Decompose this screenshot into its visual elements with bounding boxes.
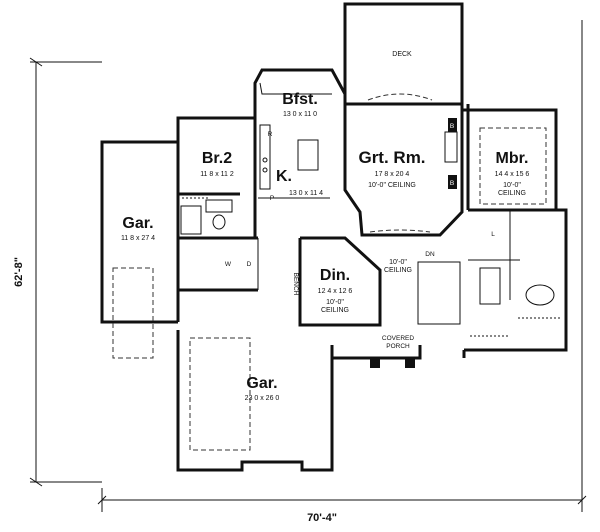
mbr-label: Mbr.	[496, 150, 529, 167]
linen-label: L	[491, 231, 495, 238]
interior-walls	[178, 104, 556, 327]
deck-outline	[343, 2, 464, 104]
closet-shelving	[182, 197, 560, 337]
pantry-label: P	[270, 195, 274, 202]
hall-ceiling-1: 10'-0"	[389, 259, 407, 266]
side-garage-size: 11 8 x 27 4	[121, 235, 155, 242]
dryer-label: D	[247, 261, 252, 268]
bfst-size: 13 0 x 11 0	[283, 111, 317, 118]
washer-label: W	[225, 261, 232, 268]
width-dimension: 70'-4"	[307, 512, 337, 524]
deck-label: DECK	[392, 51, 412, 58]
stair-down-label: DN	[425, 251, 435, 258]
mbr-ceiling-1: 10'-0"	[503, 182, 521, 189]
din-ceiling-1: 10'-0"	[326, 299, 344, 306]
mbr-ceiling-2: CEILING	[498, 190, 526, 197]
depth-dimension: 62'-8"	[13, 257, 25, 287]
grt-rm-size: 17 8 x 20 4	[375, 171, 410, 178]
dimension-lines	[29, 20, 587, 512]
br2-label: Br.2	[202, 150, 232, 167]
kitchen-label: K.	[276, 168, 292, 185]
porch-label-2: PORCH	[386, 343, 410, 350]
din-ceiling-2: CEILING	[321, 307, 349, 314]
grt-rm-ceiling: 10'-0" CEILING	[368, 182, 416, 189]
bathroom-details	[180, 199, 555, 306]
side-garage-label: Gar.	[122, 215, 153, 232]
hall-ceiling-2: CEILING	[384, 267, 412, 274]
din-size: 12 4 x 12 6	[318, 288, 353, 295]
refrigerator-label: R	[268, 131, 273, 138]
kitchen-size: 13 0 x 11 4	[289, 190, 323, 197]
bookshelf-label-2: B	[450, 180, 454, 187]
kitchen-details	[259, 82, 332, 190]
main-garage-label: Gar.	[246, 375, 277, 392]
mbr-size: 14 4 x 15 6	[495, 171, 530, 178]
grt-rm-label: Grt. Rm.	[358, 148, 425, 167]
main-garage-size: 23 0 x 26 0	[245, 395, 280, 402]
garage-outlines	[112, 267, 251, 451]
porch-label-1: COVERED	[382, 335, 414, 342]
porch-columns	[370, 358, 415, 368]
bfst-label: Bfst.	[282, 91, 318, 108]
din-label: Din.	[320, 267, 350, 284]
great-room-details	[367, 93, 547, 233]
bench-label: BENCH	[292, 273, 299, 296]
bookshelf-label-1: B	[450, 123, 454, 130]
br2-size: 11 8 x 11 2	[200, 171, 234, 178]
